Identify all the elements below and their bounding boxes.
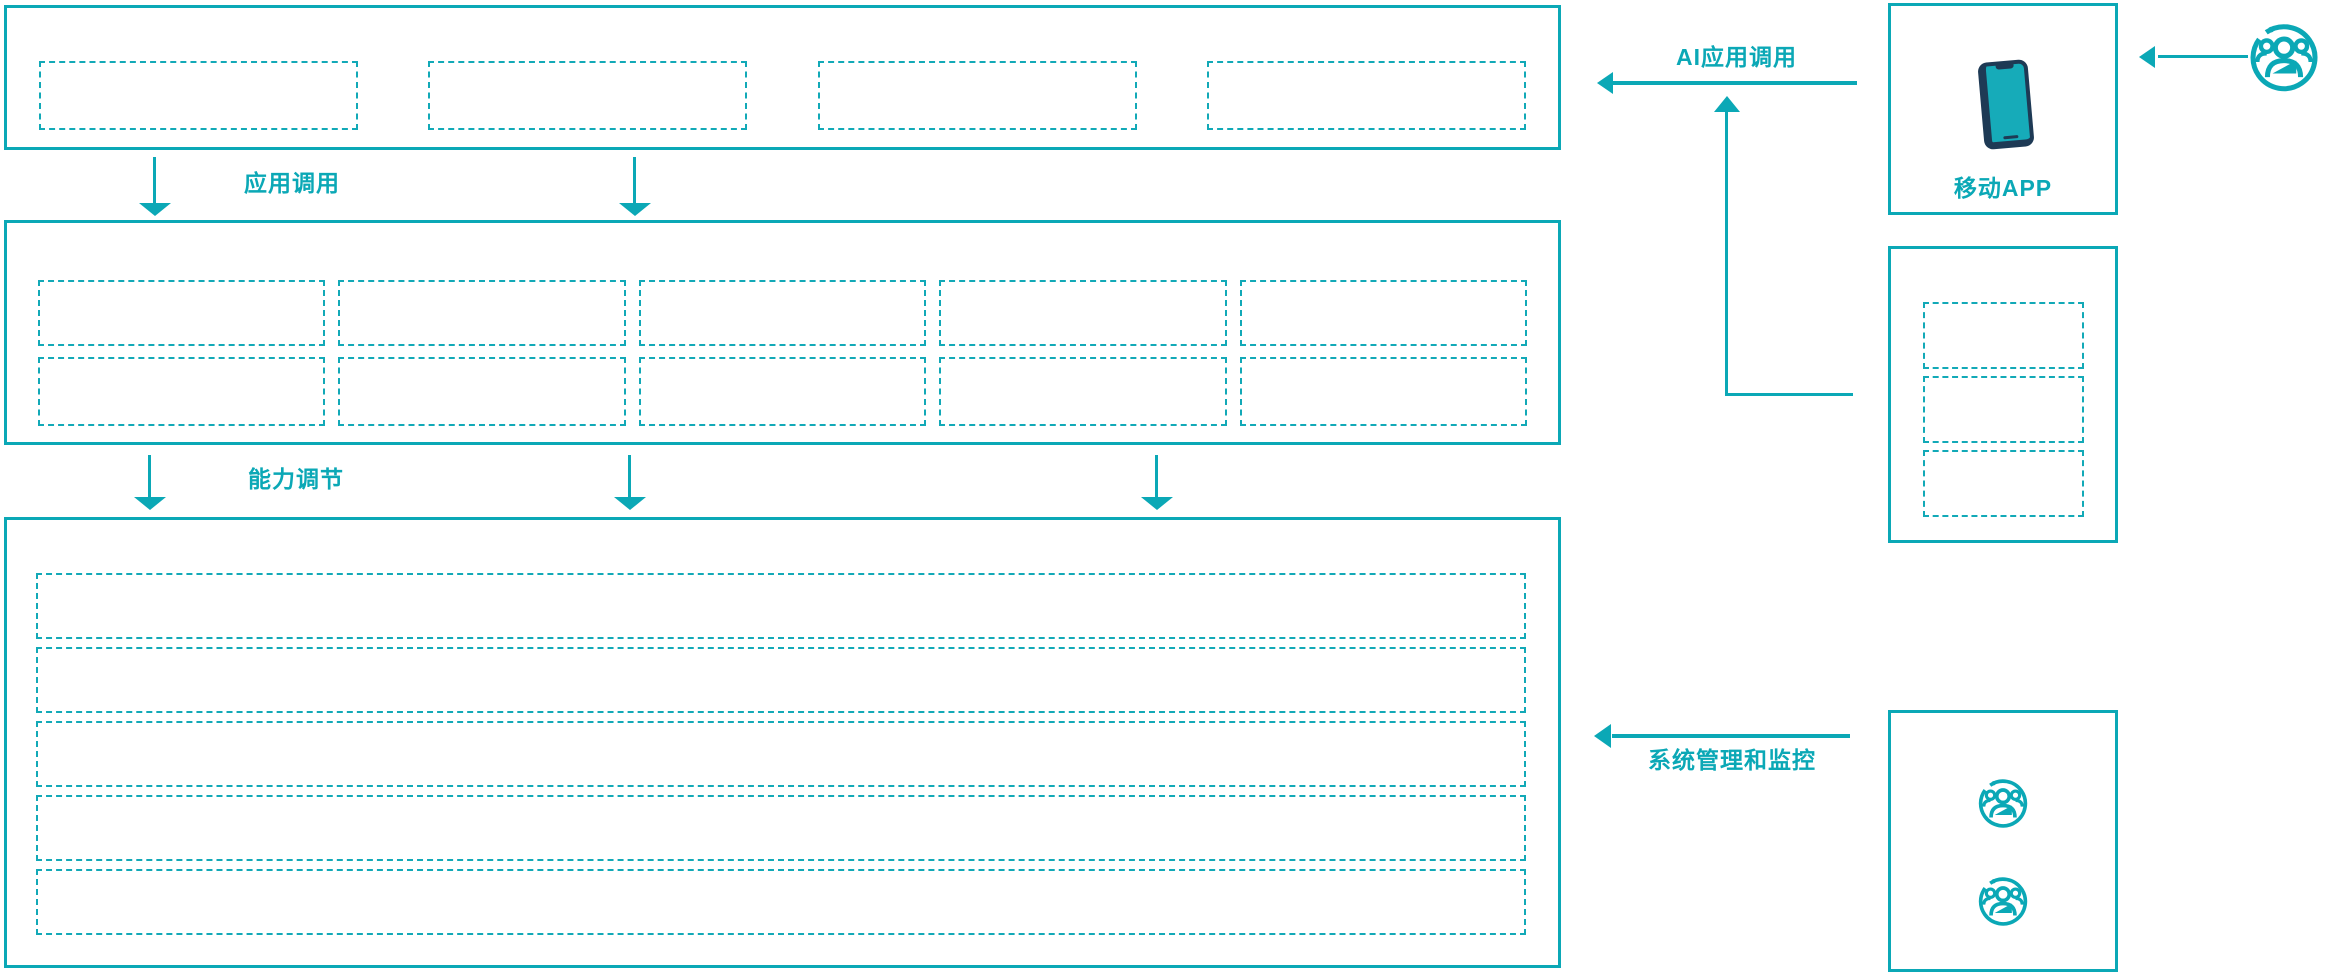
admin-user-icons [1891,777,2115,927]
sysmgmt-arrow-line [1612,734,1850,738]
middle-placeholder-row-2 [38,357,1528,426]
down-arrow-head [614,497,646,510]
placeholder-box [939,280,1227,346]
sdk-panel [1888,246,2118,543]
placeholder-box [1206,61,1526,130]
down-arrow-head [134,497,166,510]
top-placeholder-row [7,61,1558,130]
mobile-app-label: 移动APP [1953,175,2053,201]
placeholder-box [38,357,326,426]
middle-layer-panel [4,220,1561,445]
ai-call-arrow-line [1610,81,1857,85]
user-arrow-line [2158,55,2248,58]
user-group-icon [1977,875,2029,927]
placeholder-box [1923,376,2084,443]
placeholder-row [36,869,1526,935]
placeholder-box [817,61,1137,130]
placeholder-row [36,795,1526,861]
placeholder-box [38,280,326,346]
middle-placeholder-row-1 [38,280,1528,346]
placeholder-box [338,280,626,346]
ai-app-call-label: AI应用调用 [1676,44,1797,70]
placeholder-row [36,573,1526,639]
down-arrow-head [619,203,651,216]
placeholder-box [638,357,927,426]
mobile-app-panel: 移动APP [1888,3,2118,215]
phone-homebar [2003,135,2019,140]
placeholder-box [1923,302,2084,369]
down-arrow-head [1141,497,1173,510]
down-arrow-line [633,157,636,203]
placeholder-box [428,61,748,130]
placeholder-box [338,357,626,426]
down-arrow-head [139,203,171,216]
up-arrow-head [1714,96,1740,112]
placeholder-row [36,721,1526,787]
placeholder-box [39,61,358,130]
capability-tuning-label: 能力调节 [248,466,344,492]
left-arrow-head [1594,724,1611,748]
system-mgmt-label: 系统管理和监控 [1648,747,1816,773]
user-group-icon [2248,21,2320,93]
placeholder-box [1239,280,1528,346]
down-arrow-line [153,157,156,203]
placeholder-box [638,280,927,346]
admin-panel [1888,710,2118,972]
app-call-label: 应用调用 [244,170,340,196]
user-group-icon [1977,777,2029,829]
placeholder-row [36,647,1526,713]
placeholder-box [1239,357,1528,426]
placeholder-box [1923,450,2084,517]
phone-notch [1995,63,2014,70]
sdk-connector-vline [1725,112,1728,395]
sdk-connector-hline [1725,393,1853,396]
down-arrow-line [148,455,151,497]
down-arrow-line [1155,455,1158,497]
smartphone-icon [1977,58,2035,151]
left-arrow-head [2139,46,2155,68]
placeholder-box [939,357,1227,426]
left-arrow-head [1597,72,1613,94]
bottom-layer-panel [4,517,1561,968]
down-arrow-line [628,455,631,497]
top-layer-panel [4,5,1561,150]
